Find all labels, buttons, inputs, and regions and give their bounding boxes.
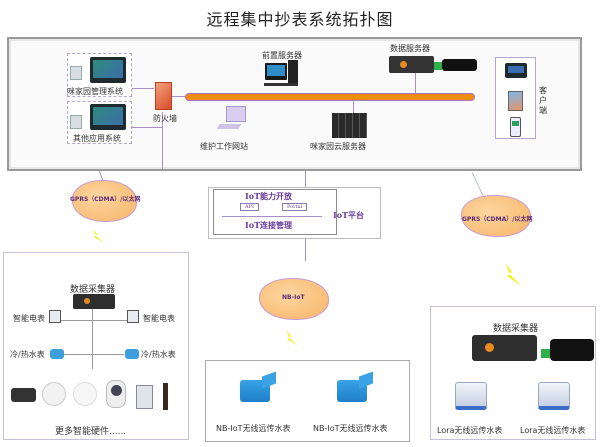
keyboard-icon: [216, 124, 242, 129]
link-line: [64, 354, 124, 355]
link-line: [172, 96, 186, 97]
electric-meter-icon: [49, 310, 61, 323]
connector-icon: [434, 62, 442, 70]
keyboard-icon: [264, 83, 298, 86]
firewall-icon: [155, 82, 172, 110]
smoke-detector-icon: [42, 382, 66, 406]
clients-label: 客户端: [539, 86, 547, 115]
network-cloud-left: [72, 180, 137, 222]
left-section: [3, 252, 189, 440]
collector-device-icon: [472, 335, 537, 361]
access-panel-icon: [136, 385, 153, 409]
network-bus: [185, 93, 475, 101]
workstation-icon: [226, 106, 246, 122]
iot-open-label: IoT能力开放: [245, 191, 293, 201]
link-line: [61, 320, 127, 321]
lightning-icon: [92, 229, 104, 243]
nb-iot-meter-label: NB-IoT无线远传水表: [313, 424, 388, 433]
maintenance-label: 维护工作网站: [200, 142, 248, 151]
link-line: [415, 73, 416, 93]
lightning-icon: [505, 263, 521, 286]
server-computer-icon: [265, 63, 287, 80]
link-line: [92, 309, 93, 369]
network-cloud-right: [461, 195, 531, 237]
cable-icon: [550, 339, 594, 361]
touch-panel-icon: [90, 104, 126, 130]
link-line: [305, 239, 306, 261]
system-label: 咪家园管理系统: [67, 87, 123, 96]
collector-device-icon: [73, 294, 115, 309]
lora-meter-label: Lora无线远传水表: [437, 426, 503, 435]
diagram-title: 远程集中抄表系统拓扑图: [206, 10, 394, 29]
phone-icon: [510, 117, 521, 137]
data-server-device-icon: [389, 56, 434, 73]
lora-water-meter-icon: [455, 382, 487, 410]
tower-icon: [288, 60, 298, 84]
network-cloud-left-label: GPRS（CDMA）/以太网: [70, 196, 141, 203]
front-server-label: 前置服务器: [262, 51, 302, 60]
connector-icon: [541, 349, 550, 358]
collector-label: 数据采集器: [493, 324, 539, 334]
touch-panel-icon: [90, 57, 126, 83]
system-label: 其他应用系统: [73, 134, 121, 143]
iot-core-box: [213, 189, 337, 235]
nb-iot-meter-label: NB-IoT无线远传水表: [216, 424, 291, 433]
monitor-icon: [505, 63, 527, 78]
electric-meter-right-label: 智能电表: [143, 314, 175, 323]
portal-tag: Portal: [282, 203, 308, 211]
link-line: [132, 88, 154, 89]
right-section: [430, 306, 596, 440]
pc-icon: [70, 115, 82, 129]
indoor-camera-icon: [106, 380, 126, 408]
iot-conn-label: IoT连接管理: [245, 220, 293, 230]
pc-icon: [70, 66, 82, 80]
network-cloud-right-label: GPRS（CDMA）/以太网: [462, 216, 533, 223]
lora-meter-label: Lora无线远传水表: [520, 426, 586, 435]
collector-label: 数据采集器: [70, 285, 116, 295]
more-hardware-label: 更多智能硬件......: [55, 427, 127, 437]
link-line: [162, 112, 163, 169]
tablet-icon: [508, 91, 523, 111]
iot-platform-label: IoT平台: [333, 210, 365, 220]
cloud-server-label: 咪家园云服务器: [310, 142, 366, 151]
lightning-icon: [286, 330, 298, 346]
water-meter-icon: [50, 349, 64, 359]
link-line: [353, 101, 354, 113]
electric-meter-left-label: 智能电表: [13, 314, 45, 323]
cable-icon: [442, 59, 477, 71]
rack-server-icon: [332, 113, 367, 138]
link-line: [305, 171, 306, 187]
divider: [222, 216, 322, 217]
center-section: [205, 360, 410, 442]
network-cloud-center-label: NB-IoT: [282, 294, 305, 301]
gas-detector-icon: [73, 382, 97, 406]
water-meter-icon: [125, 349, 139, 359]
water-meter-right-label: 冷/热水表: [141, 350, 176, 359]
data-server-label: 数据服务器: [390, 44, 430, 53]
smart-lock-icon: [163, 383, 168, 410]
lora-water-meter-icon: [538, 382, 570, 410]
network-cloud-center: [259, 278, 329, 320]
water-meter-left-label: 冷/热水表: [10, 350, 45, 359]
link-line: [132, 127, 162, 128]
firewall-label: 防火墙: [153, 114, 177, 123]
electric-meter-icon: [127, 310, 139, 323]
api-tag: API: [240, 203, 259, 211]
camera-icon: [11, 388, 36, 402]
